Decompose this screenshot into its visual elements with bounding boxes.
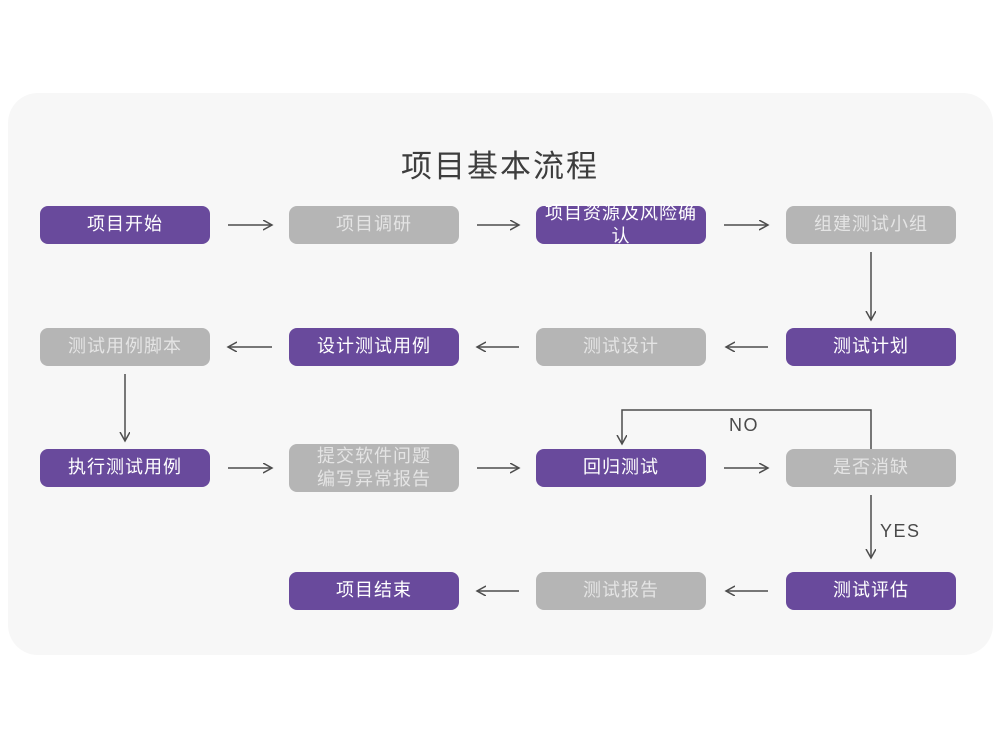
node-submit-issues-report: 提交软件问题 编写异常报告 — [289, 444, 459, 492]
node-project-start: 项目开始 — [40, 206, 210, 244]
label-yes: YES — [880, 521, 921, 541]
node-design-test-cases: 设计测试用例 — [289, 328, 459, 366]
label-no: NO — [729, 415, 759, 435]
flow-card — [8, 93, 993, 655]
node-project-resources-risk: 项目资源及风险确认 — [536, 203, 706, 246]
node-test-report: 测试报告 — [536, 572, 706, 610]
node-execute-test-cases: 执行测试用例 — [40, 449, 210, 487]
diagram-title: 项目基本流程 — [401, 149, 599, 184]
node-build-test-team: 组建测试小组 — [786, 206, 956, 244]
node-test-case-scripts: 测试用例脚本 — [40, 328, 210, 366]
node-regression-test: 回归测试 — [536, 449, 706, 487]
node-defect-cleared: 是否消缺 — [786, 449, 956, 487]
node-project-research: 项目调研 — [289, 206, 459, 244]
node-test-plan: 测试计划 — [786, 328, 956, 366]
node-test-evaluation: 测试评估 — [786, 572, 956, 610]
node-project-end: 项目结束 — [289, 572, 459, 610]
node-test-design: 测试设计 — [536, 328, 706, 366]
